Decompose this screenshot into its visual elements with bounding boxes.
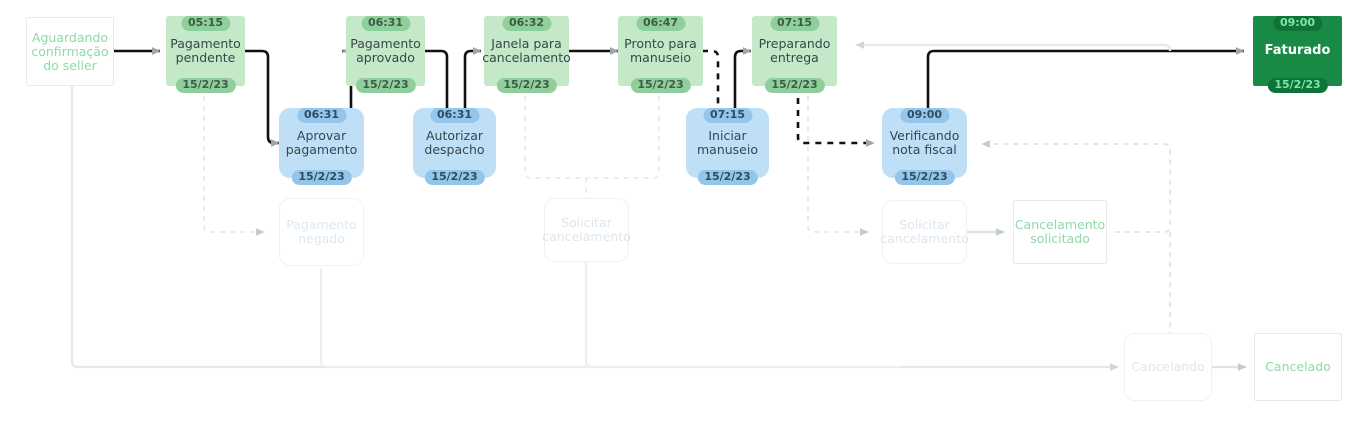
node-label: Autorizar despacho [424,128,485,157]
node-label: Aguardando confirmação do seller [31,29,109,73]
node-date-badge: 15/2/23 [355,77,416,93]
node-date-badge: 15/2/23 [630,77,691,93]
inactive-edge [70,86,1119,371]
node-label: Pagamento negado [286,217,357,246]
node-verificando-nota-fiscal[interactable]: 09:00 Verificando nota fiscal 15/2/23 [882,108,967,185]
node-date-badge: 15/2/23 [175,77,236,93]
active-edge [463,47,482,113]
node-time-badge: 06:31 [296,108,347,124]
node-time-badge: 06:31 [360,16,411,32]
active-edge [425,49,449,113]
inactive-edge-dashed [524,86,587,200]
node-time-badge: 09:00 [899,108,950,124]
node-time-badge: 05:15 [180,16,231,32]
node-label: Pagamento aprovado [350,36,421,65]
inactive-edge [585,262,900,368]
node-label: Preparando entrega [758,36,831,65]
active-edge [926,47,1245,113]
node-aguardando-confirmacao-do-seller[interactable]: Aguardando confirmação do seller [26,17,114,86]
inactive-edge [855,41,1172,52]
node-date-badge: 15/2/23 [496,77,557,93]
node-cancelando[interactable]: Cancelando [1124,333,1212,401]
inactive-edge-dashed [203,86,265,236]
node-label: Iniciar manuseio [696,128,758,157]
node-time-badge: 09:00 [1272,16,1323,32]
node-date-badge: 15/2/23 [291,169,352,185]
node-time-badge: 06:32 [501,16,552,32]
node-pronto-para-manuseio[interactable]: 06:47 Pronto para manuseio 15/2/23 [618,16,703,93]
node-preparando-entrega[interactable]: 07:15 Preparando entrega 15/2/23 [752,16,837,93]
node-time-badge: 06:47 [635,16,686,32]
node-label: Cancelando [1131,359,1205,374]
node-time-badge: 07:15 [769,16,820,32]
node-label: Solicitar cancelamento [880,217,969,246]
node-aprovar-pagamento[interactable]: 06:31 Aprovar pagamento 15/2/23 [279,108,364,185]
node-label: Pronto para manuseio [624,36,697,65]
active-edge-dashed [796,86,875,147]
inactive-edge-dashed [981,140,1171,233]
inactive-edge-dashed [586,86,660,179]
node-label: Faturado [1264,42,1331,58]
node-date-badge: 15/2/23 [697,169,758,185]
node-janela-para-cancelamento[interactable]: 06:32 Janela para cancelamento 15/2/23 [482,16,571,93]
node-label: Solicitar cancelamento [542,215,631,244]
inactive-edge-dashed [798,85,869,236]
node-autorizar-despacho[interactable]: 06:31 Autorizar despacho 15/2/23 [413,108,496,185]
node-label: Cancelado [1265,359,1331,374]
node-cancelamento-solicitado[interactable]: Cancelamento solicitado [1013,200,1107,264]
active-edge [733,47,752,113]
node-pagamento-negado[interactable]: Pagamento negado [279,198,364,266]
node-cancelado[interactable]: Cancelado [1254,333,1342,401]
node-solicitar-cancelamento-2[interactable]: Solicitar cancelamento [880,200,969,264]
node-pagamento-pendente[interactable]: 05:15 Pagamento pendente 15/2/23 [166,16,245,93]
node-label: Cancelamento solicitado [1014,217,1106,246]
node-date-badge: 15/2/23 [894,169,955,185]
node-iniciar-manuseio[interactable]: 07:15 Iniciar manuseio 15/2/23 [686,108,769,185]
active-edge [114,47,356,147]
node-faturado[interactable]: 09:00 Faturado 15/2/23 [1253,16,1342,93]
node-label: Verificando nota fiscal [889,128,960,157]
node-label: Aprovar pagamento [285,128,358,157]
node-time-badge: 06:31 [429,108,480,124]
node-label: Janela para cancelamento [482,36,571,65]
node-label: Pagamento pendente [170,36,241,65]
node-time-badge: 07:15 [702,108,753,124]
node-solicitar-cancelamento-1[interactable]: Solicitar cancelamento [542,198,631,262]
active-edge-dashed [702,49,720,113]
node-date-badge: 15/2/23 [764,77,825,93]
node-date-badge: 15/2/23 [424,169,485,185]
inactive-edge [320,268,600,368]
node-pagamento-aprovado[interactable]: 06:31 Pagamento aprovado 15/2/23 [346,16,425,93]
node-date-badge: 15/2/23 [1267,77,1328,93]
